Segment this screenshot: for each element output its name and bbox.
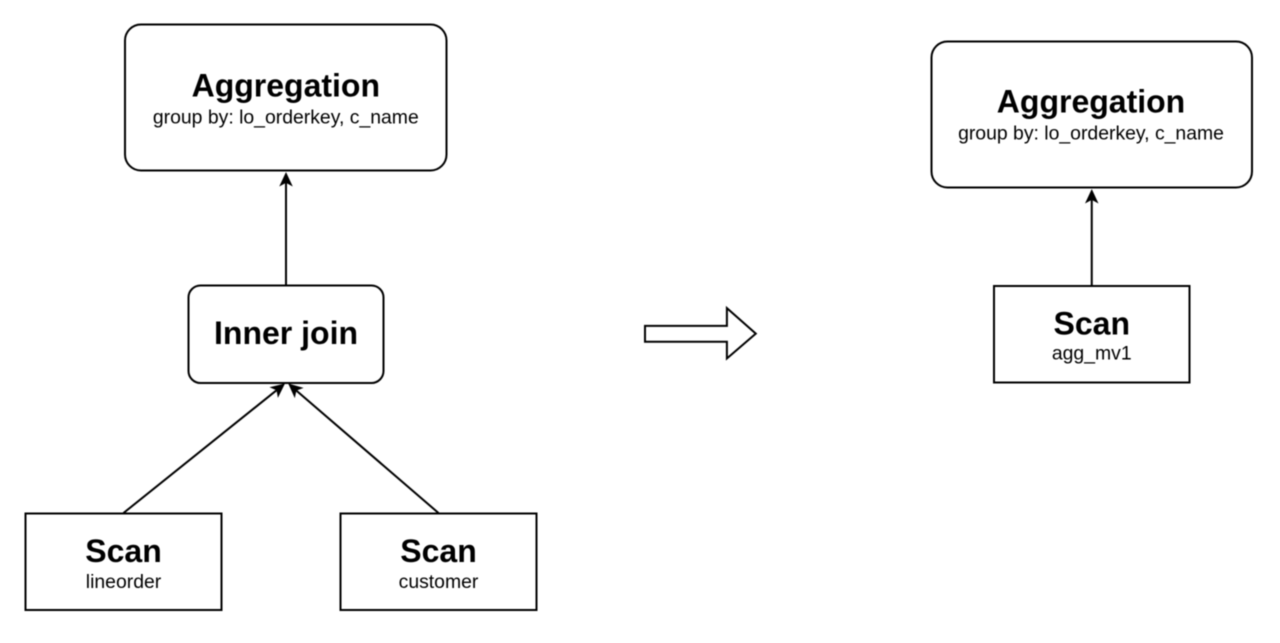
svg-text:Inner join: Inner join — [214, 315, 358, 351]
svg-text:agg_mv1: agg_mv1 — [1052, 343, 1132, 365]
svg-text:group by: lo_orderkey, c_name: group by: lo_orderkey, c_name — [958, 122, 1224, 144]
svg-text:customer: customer — [399, 571, 479, 593]
svg-text:Aggregation: Aggregation — [192, 67, 380, 103]
svg-text:Scan: Scan — [85, 533, 161, 569]
svg-text:lineorder: lineorder — [86, 571, 162, 593]
svg-text:Scan: Scan — [400, 533, 476, 569]
svg-text:Scan: Scan — [1054, 306, 1130, 342]
svg-text:group by: lo_orderkey, c_name: group by: lo_orderkey, c_name — [153, 107, 419, 129]
svg-text:Aggregation: Aggregation — [997, 84, 1185, 120]
